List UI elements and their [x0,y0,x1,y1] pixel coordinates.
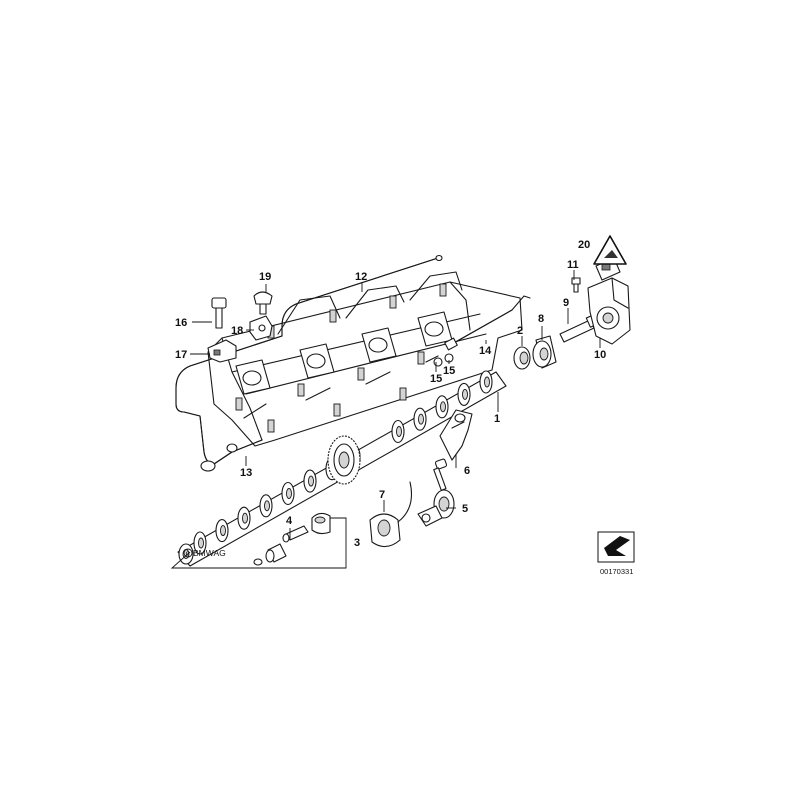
brand-mark: c BMWAG [183,548,226,558]
sensor-wheel [417,489,455,527]
hollow-bolt [211,297,227,329]
callout-2: 2 [517,325,523,337]
callout-8: 8 [538,313,544,325]
callout-9: 9 [563,297,569,309]
bearing-carrier [207,271,523,447]
drawing-number: 00170331 [600,567,633,576]
vanos-hub [532,335,557,369]
camshaft-sensor [369,481,413,548]
cam-lobe-face [264,500,270,512]
oil-line-upper [281,254,443,337]
bearing-cap [439,409,473,461]
pin [282,525,309,543]
leader-lines [170,270,601,569]
cam-lobe-face [484,376,490,388]
clip [249,315,273,341]
callout-20: 20 [578,239,590,251]
bolt-short [571,277,581,293]
callout-13: 13 [240,467,252,479]
shaft-seal [513,346,531,370]
callout-11: 11 [567,259,579,271]
callout-18: 18 [231,325,243,337]
warning-triangle-icon [593,235,627,265]
callout-6: 6 [464,465,470,477]
callouts: 1 2 3 4 5 6 7 8 9 10 11 12 13 14 15 15 1… [175,239,606,549]
callout-17: 17 [175,349,187,361]
callout-5: 5 [462,503,468,515]
callout-14: 14 [479,345,492,357]
roller [253,543,287,566]
callout-12: 12 [355,271,367,283]
callout-15-left: 15 [430,373,442,385]
cam-lobe-face [418,413,424,425]
callout-3: 3 [354,537,360,549]
callout-19: 19 [259,271,271,283]
oil-line-lower [175,335,283,472]
orientation-arrow-icon [597,531,635,563]
svg-text:c: c [186,549,190,558]
vanos-unit [587,257,631,345]
cam-lobe-face [308,475,314,487]
brand-label: BMWAG [193,548,226,558]
callout-1: 1 [494,413,500,425]
callout-10: 10 [594,349,606,361]
callout-7: 7 [379,489,385,501]
callout-15-right: 15 [443,365,455,377]
bracket [207,339,237,363]
tappet [311,512,331,535]
callout-4: 4 [286,515,293,527]
cam-lobe-face [396,426,402,437]
cap-bolt [433,458,448,491]
cam-lobe-face [220,525,226,537]
cam-lobe-face [440,401,446,413]
oil-tube [444,295,531,351]
cam-lobe-face [286,488,292,499]
camshaft [177,370,507,567]
cam-lobe-face [462,388,468,400]
cam-lobe-face [198,537,204,549]
cam-lobe-face [242,512,248,524]
callout-16: 16 [175,317,187,329]
screw [253,291,273,315]
